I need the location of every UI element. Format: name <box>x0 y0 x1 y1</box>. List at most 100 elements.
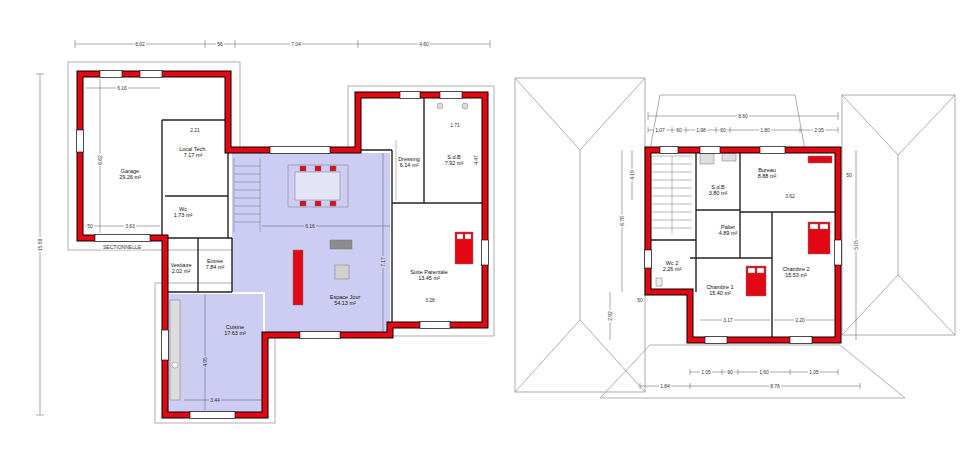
furniture <box>234 206 260 207</box>
room-label: Suite Parentale13.45 m² <box>410 269 448 282</box>
furniture <box>330 240 352 249</box>
dimension-line <box>790 369 791 375</box>
dimension-line <box>490 40 491 48</box>
room-area: Vestiaire2.02 m² <box>166 240 197 290</box>
dimension-value: 4.47 <box>474 154 479 166</box>
room-label: Entrée7.84 m² <box>206 258 225 271</box>
window-opening <box>140 71 162 78</box>
furniture <box>672 156 673 234</box>
room-area: Dressing6.14 m² <box>394 140 424 200</box>
furniture <box>757 268 764 273</box>
dimension-value: 1.60 <box>758 370 770 375</box>
dimension-value: 6.62 <box>98 154 103 166</box>
dimension-line <box>36 40 860 415</box>
living-area-fill <box>167 153 390 413</box>
room-name: Chambre 1 <box>706 284 733 290</box>
room-name: Espace Jour <box>330 294 361 300</box>
furniture <box>330 166 336 171</box>
room-label: Vestiaire2.02 m² <box>170 262 191 275</box>
room-surface: 2.26 m² <box>663 266 682 272</box>
dimension-line <box>838 127 839 133</box>
dimension-value: 3.17 <box>722 318 734 323</box>
furniture <box>288 165 348 207</box>
room-label: S.d.B3.80 m² <box>709 184 728 197</box>
dimension-value: 60 <box>675 128 683 133</box>
furniture <box>656 278 662 286</box>
dimension-value: 7.04 <box>290 42 302 47</box>
window-opening <box>400 92 420 99</box>
window-opening <box>700 147 720 154</box>
furniture <box>293 250 303 305</box>
partition-wall <box>740 211 838 212</box>
window-opening <box>645 250 652 268</box>
room-name: Chambre 2 <box>782 266 809 272</box>
dimension-value: 1.07 <box>654 128 666 133</box>
roof-outline <box>155 283 275 423</box>
window-opening <box>660 147 678 154</box>
furniture <box>234 174 260 175</box>
partition-wall <box>197 238 198 292</box>
room-surface: 15.40 m² <box>706 290 733 296</box>
room-area: Palier4.89 m² <box>698 212 770 256</box>
room-label: S.d.B7.92 m² <box>445 154 464 167</box>
room-surface: 54.13 m² <box>330 300 361 306</box>
room-name: Wc 2 <box>663 260 682 266</box>
roof-outline <box>600 345 905 398</box>
furniture <box>820 224 828 229</box>
outer-wall <box>80 74 485 415</box>
dimension-value: 8.60 <box>737 114 749 119</box>
partition-wall <box>739 150 740 258</box>
room-area: Espace Jour54.13 m² <box>232 153 390 333</box>
dimension-line <box>648 127 649 133</box>
outer-wall <box>648 150 838 340</box>
dimension-value: 6.16 <box>304 224 316 229</box>
furniture <box>170 300 180 400</box>
dimension-value: 50 <box>845 173 853 178</box>
living-area-fill <box>167 294 263 413</box>
partition-wall <box>161 120 162 238</box>
window-opening <box>760 147 785 154</box>
room-area: Garage29.26 m² <box>85 79 160 224</box>
furniture <box>234 198 260 199</box>
furniture <box>396 140 397 200</box>
dimension-line <box>738 369 739 375</box>
window-opening <box>100 71 122 78</box>
dimension-line <box>184 400 263 401</box>
dimension-line <box>75 40 76 48</box>
room-label: Espace Jour54.13 m² <box>330 294 361 307</box>
partition-wall <box>162 237 232 238</box>
dimension-value: 1.05 <box>700 370 712 375</box>
window-opening <box>440 92 462 99</box>
furniture <box>234 158 235 232</box>
room-area: Wc 22.26 m² <box>650 242 694 290</box>
room-label: Bureau8.88 m² <box>758 167 777 180</box>
room-label: Local Tech.7.17 m² <box>179 146 207 159</box>
roof-outline <box>515 78 645 392</box>
door-note: SECTIONNELLE <box>102 245 142 250</box>
room-label: Wc1.73 m² <box>174 206 193 219</box>
room-surface: 17.63 m² <box>224 330 246 336</box>
furniture <box>315 166 321 171</box>
dimension-value: 5.05 <box>854 239 859 251</box>
dimension-value: 2.21 <box>189 128 201 133</box>
window-opening <box>482 240 489 265</box>
room-area: S.d.B7.92 m² <box>426 100 481 200</box>
roof-outline <box>580 150 581 320</box>
roof-outline <box>68 62 955 423</box>
dimension-value: 8.76 <box>769 384 781 389</box>
furniture <box>300 166 306 171</box>
dimension-value: 4.95 <box>203 356 208 368</box>
dimension-line <box>686 127 687 133</box>
dimension-value: 2.05 <box>813 128 825 133</box>
window-opening <box>77 71 842 419</box>
room-area: Suite Parentale13.45 m² <box>394 205 482 323</box>
outer-wall <box>80 74 485 415</box>
roof-outline <box>842 275 898 335</box>
dimension-line <box>722 369 723 375</box>
partition-wall <box>358 149 392 150</box>
furniture <box>808 222 830 254</box>
dimension-value: 2.20 <box>794 318 806 323</box>
room-surface: 13.45 m² <box>410 275 448 281</box>
dimension-value: 1.98 <box>695 128 707 133</box>
